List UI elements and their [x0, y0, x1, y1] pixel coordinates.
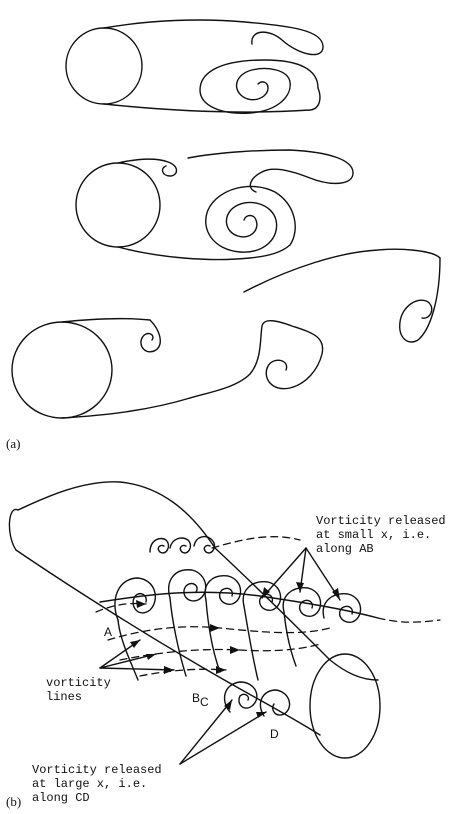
small-vortex-3	[141, 320, 160, 352]
leader-top-1	[262, 548, 306, 598]
point-c-label: C	[200, 695, 209, 709]
tube-3	[206, 600, 220, 672]
annotation-left: vorticity lines	[46, 676, 111, 704]
upper-row-right	[194, 537, 214, 553]
far-shear-layer-3	[244, 249, 440, 292]
vorticity-line-4	[140, 669, 226, 676]
leader-left-3	[100, 668, 174, 670]
lower-shear-layer-1	[104, 88, 320, 112]
annotation-top-line-2: at small x, i.e.	[316, 528, 431, 542]
far-vortex-3	[400, 258, 440, 342]
wake-frame-1	[66, 20, 323, 113]
panel-a-label: (a)	[6, 436, 20, 451]
leader-bottom-2	[180, 712, 266, 764]
upper-row-left	[150, 539, 168, 553]
upper-row-trailing	[212, 537, 300, 548]
spiral-2	[169, 570, 206, 601]
arrow-2	[210, 624, 220, 632]
upper-row-mid	[170, 538, 190, 553]
upper-roll-2	[118, 159, 177, 176]
tube-1	[118, 620, 138, 680]
spiral-3	[205, 576, 240, 605]
panel-b: A B C D Vorticity released at small x, i…	[6, 482, 446, 809]
annotation-bottom: Vorticity released at large x, i.e. alon…	[32, 763, 162, 805]
leader-left-arrow-3	[164, 666, 174, 674]
cylinder-section-2	[76, 163, 160, 247]
wake-frame-3	[12, 249, 440, 418]
wake-frame-2	[76, 150, 353, 260]
point-d-label: D	[270, 727, 279, 741]
cylinder-top-edge-3	[62, 319, 150, 322]
upper-shear-dashed	[378, 618, 440, 622]
cylinder-near-end	[9, 509, 18, 550]
annotation-bottom-line-2: at large x, i.e.	[32, 777, 147, 791]
leader-bottom-1	[180, 700, 232, 764]
leader-top-arrow-2	[296, 582, 304, 592]
leader-lines	[100, 548, 340, 764]
lower-vortex-1	[200, 60, 318, 113]
annotation-top-line-3: along AB	[316, 542, 374, 556]
annotation-bottom-line-1: Vorticity released	[32, 763, 162, 777]
arrow-3	[230, 646, 240, 654]
spiral-6	[323, 594, 360, 623]
annotation-bottom-line-3: along CD	[32, 791, 90, 805]
cylinder-lower-edge	[16, 550, 320, 735]
arrow-4	[216, 666, 226, 674]
mid-vortex-3	[190, 321, 323, 398]
annotation-left-line-2: lines	[46, 690, 82, 704]
vorticity-line-2	[108, 627, 330, 640]
annotation-left-line-1: vorticity	[46, 676, 111, 690]
annotation-top: Vorticity released at small x, i.e. alon…	[316, 514, 446, 556]
annotation-top-line-1: Vorticity released	[316, 514, 446, 528]
cylinder-section-3	[12, 322, 112, 418]
cylinder-upper-edge	[215, 548, 378, 680]
upper-shear-layer-1	[104, 20, 323, 55]
lower-vortex-2	[206, 186, 295, 252]
arrow-1	[136, 600, 146, 608]
cylinder-section-1	[66, 28, 142, 104]
point-b-label: B	[192, 691, 200, 705]
upper-shear-layer-2	[188, 150, 353, 192]
tube-2	[170, 598, 186, 676]
tube-4	[244, 606, 258, 680]
panel-b-label: (b)	[6, 794, 21, 809]
leader-left-arrow-2	[146, 654, 156, 660]
vortex-rows	[100, 537, 440, 716]
panel-a: (a)	[6, 20, 440, 451]
point-a-label: A	[104, 625, 112, 639]
